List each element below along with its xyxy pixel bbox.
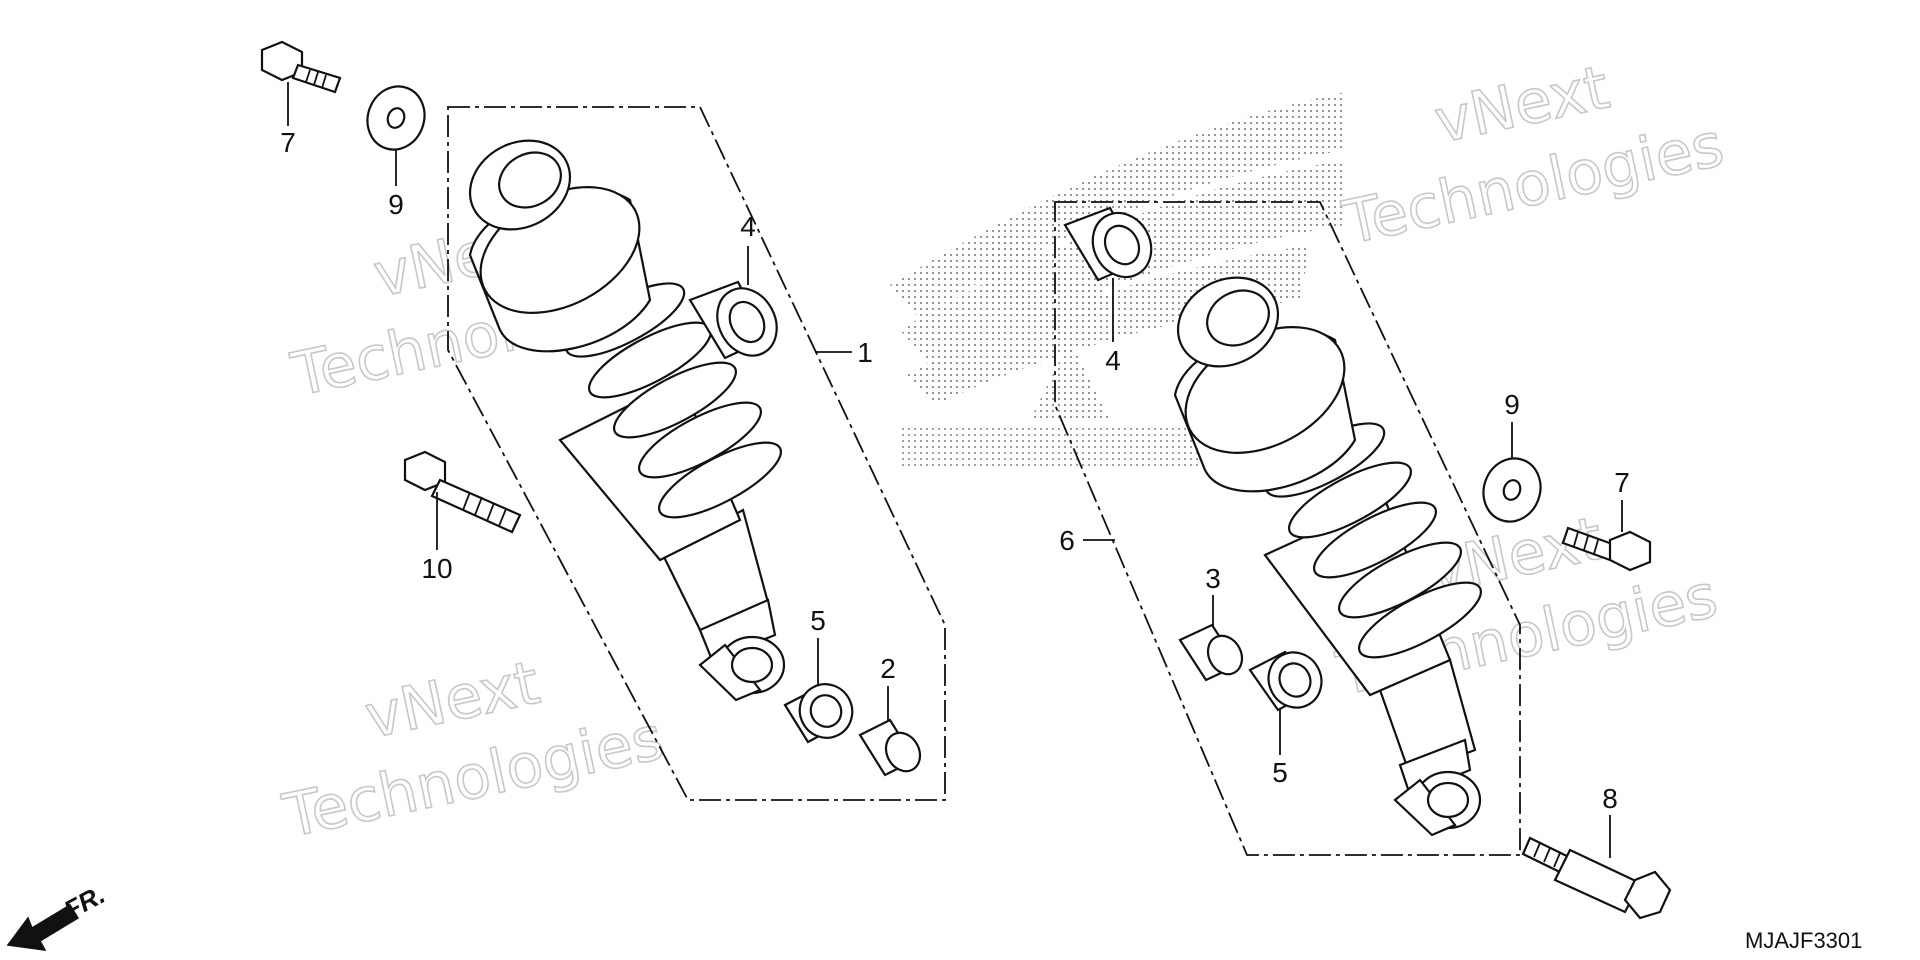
callout-9-left: 9 (388, 189, 404, 220)
callout-3: 3 (1205, 563, 1221, 594)
callout-1: 1 (857, 337, 873, 368)
left-bushing-2 (858, 718, 922, 777)
callout-4-right: 4 (1105, 345, 1121, 376)
callout-5-left: 5 (810, 605, 826, 636)
left-collar-4 (688, 280, 778, 360)
left-assembly-outline (447, 106, 946, 801)
callout-2: 2 (880, 653, 896, 684)
callout-4-left: 4 (740, 211, 756, 242)
leader-lines (287, 82, 1623, 858)
left-shock-absorber (468, 139, 786, 702)
callout-6: 6 (1059, 525, 1075, 556)
callout-5-right: 5 (1272, 757, 1288, 788)
right-stud-bolt-8 (1521, 836, 1672, 920)
callout-10: 10 (421, 553, 452, 584)
right-collar-5 (1248, 650, 1323, 712)
left-long-bolt-10 (403, 450, 522, 534)
left-washer-9 (366, 85, 426, 151)
callout-7-left: 7 (280, 127, 296, 158)
front-direction-arrow: FR. (6, 879, 110, 951)
right-collar-4 (1063, 206, 1153, 282)
right-bushing-3 (1178, 623, 1244, 682)
diagram-part-code: MJAJF3301 (1745, 928, 1862, 953)
right-shock-absorber (1173, 276, 1483, 837)
callout-7-right: 7 (1614, 467, 1630, 498)
callout-8: 8 (1602, 783, 1618, 814)
callout-9-right: 9 (1504, 389, 1520, 420)
right-washer-9 (1482, 457, 1542, 523)
right-assembly-outline (1054, 201, 1521, 856)
left-collar-5 (783, 683, 854, 744)
right-flange-bolt-7 (1561, 526, 1652, 572)
left-flange-bolt-7 (260, 40, 342, 94)
